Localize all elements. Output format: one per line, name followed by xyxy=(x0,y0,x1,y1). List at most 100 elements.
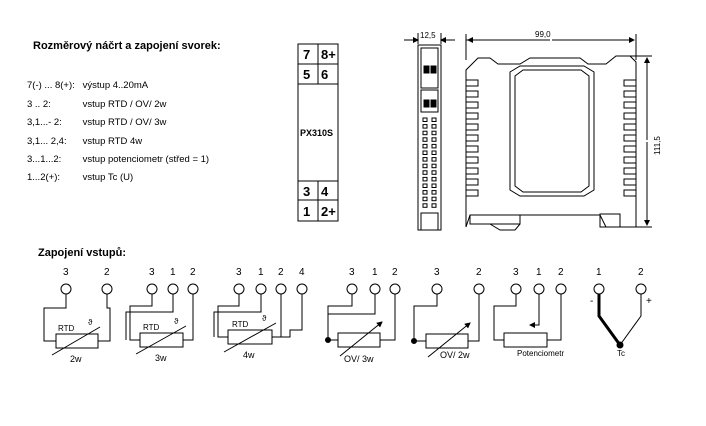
module-name: PX310S xyxy=(300,128,333,138)
legend-desc: vstup potenciometr (střed = 1) xyxy=(82,154,210,165)
vent-slot xyxy=(431,170,437,175)
terminal-3: 3 xyxy=(303,184,310,199)
housing-fin xyxy=(466,90,479,98)
pin-label: 3 xyxy=(236,267,242,278)
pin-label: 3 xyxy=(349,267,355,278)
pin-label: 3 xyxy=(513,267,519,278)
wiring-label: 2w xyxy=(70,354,82,364)
legend-terms: 3,1...- 2: xyxy=(27,117,62,128)
vent-slot xyxy=(431,183,437,188)
housing-fin xyxy=(623,189,636,197)
theta-mark: ϑ xyxy=(88,318,93,327)
terminal-circle xyxy=(635,283,647,295)
vent-slot xyxy=(431,163,437,169)
housing-fin xyxy=(466,123,479,131)
vent-slot xyxy=(431,190,437,195)
terminal-6: 6 xyxy=(321,67,328,82)
pin-label: 2 xyxy=(190,267,196,278)
legend-row: 3 .. 2: vstup RTD / OV/ 2w xyxy=(27,99,166,110)
housing-fin xyxy=(466,112,479,120)
terminal-circle xyxy=(101,283,113,295)
terminal-4: 4 xyxy=(321,184,329,199)
inputs-title: Zapojení vstupů: xyxy=(38,247,126,259)
pin-label: 1 xyxy=(536,267,542,278)
theta-mark: ϑ xyxy=(174,317,179,326)
dimension-width: 12,5 xyxy=(420,31,436,40)
pin-label: 2 xyxy=(638,267,644,278)
vent-slot xyxy=(422,117,428,122)
housing-fin xyxy=(466,101,479,109)
pin-label: 1 xyxy=(170,267,176,278)
circuit-thermocouple: 1 2 - + Tc xyxy=(590,267,652,358)
housing-fin xyxy=(466,145,479,153)
vent-slot xyxy=(431,137,437,142)
pin-label: 3 xyxy=(434,267,440,278)
housing-fin xyxy=(466,178,479,186)
vent-slot xyxy=(422,130,428,136)
circuit-ov-3w: 3 1 2 OV/ 3w xyxy=(325,267,401,364)
terminal-circle xyxy=(593,283,605,295)
pin-label: 2 xyxy=(476,267,482,278)
legend-row: 1...2(+): vstup Tc (U) xyxy=(27,172,133,183)
pin-label: 2 xyxy=(104,267,110,278)
circuit-rtd-3w: 3 1 2 RTD ϑ 3w xyxy=(125,267,199,363)
housing-fin xyxy=(623,134,636,142)
terminal-circle xyxy=(187,283,199,295)
housing-fin xyxy=(623,145,636,153)
legend-terms: 7(-) ... 8(+): xyxy=(27,80,75,91)
circuit-potentiometer: 3 1 2 Potenciometr xyxy=(493,267,567,358)
module-side-view: 12,5 xyxy=(404,31,455,231)
vent-slot xyxy=(422,183,428,188)
vent-slot xyxy=(431,176,437,182)
terminal-circle xyxy=(146,283,158,295)
dimension-height: 111,5 xyxy=(653,136,662,155)
terminal-circle xyxy=(555,283,567,295)
legend-terms: 3 .. 2: xyxy=(27,99,51,110)
vent-slot xyxy=(431,150,437,155)
circuit-rtd-2w: 3 2 RTD ϑ 2w xyxy=(43,267,113,364)
vent-slot xyxy=(422,150,428,155)
housing-fin xyxy=(623,112,636,120)
housing-fin xyxy=(623,101,636,109)
dimension-depth: 99,0 xyxy=(535,30,551,39)
terminal-circle xyxy=(346,283,358,295)
pin-label: 2 xyxy=(558,267,564,278)
element-label: RTD xyxy=(143,323,160,332)
pin-label: 2 xyxy=(278,267,284,278)
housing-fin xyxy=(623,123,636,131)
vent-slot xyxy=(431,117,437,122)
terminal-circle xyxy=(369,283,381,295)
terminal-circle xyxy=(431,283,443,295)
terminal-1: 1 xyxy=(303,204,310,219)
wiring-label: OV/ 3w xyxy=(344,354,374,364)
legend-desc: vstup Tc (U) xyxy=(82,172,134,183)
legend-terms: 3...1...2: xyxy=(27,154,62,165)
terminal-circle xyxy=(389,283,401,295)
vent-slot xyxy=(422,190,428,195)
resistor xyxy=(503,332,548,348)
polarity-plus: + xyxy=(646,296,652,307)
module-front-view: 7 8+ 5 6 3 4 1 2+ PX310S xyxy=(297,43,339,222)
legend-row: 3...1...2: vstup potenciometr (střed = 1… xyxy=(27,154,209,165)
legend-row: 3,1... 2,4: vstup RTD 4w xyxy=(27,136,142,147)
terminal-8: 8+ xyxy=(321,47,336,62)
polarity-minus: - xyxy=(590,296,593,307)
element-label: RTD xyxy=(232,320,249,329)
vent-slot xyxy=(422,176,428,182)
terminal-circle xyxy=(233,283,245,295)
pin-label: 3 xyxy=(63,267,69,278)
pin-label: 1 xyxy=(372,267,378,278)
housing-fin xyxy=(466,134,479,142)
vent-slot xyxy=(431,157,437,162)
vent-slot xyxy=(422,143,428,149)
resistor xyxy=(337,332,381,348)
wiring-label: 4w xyxy=(243,350,255,360)
terminal-circle xyxy=(473,283,485,295)
wiring-label: OV/ 2w xyxy=(440,350,470,360)
pin-label: 1 xyxy=(596,267,602,278)
legend-desc: vstup RTD 4w xyxy=(82,136,143,147)
vent-slot xyxy=(431,124,437,129)
legend-desc: vstup RTD / OV/ 3w xyxy=(82,117,167,128)
resistor xyxy=(55,333,99,349)
